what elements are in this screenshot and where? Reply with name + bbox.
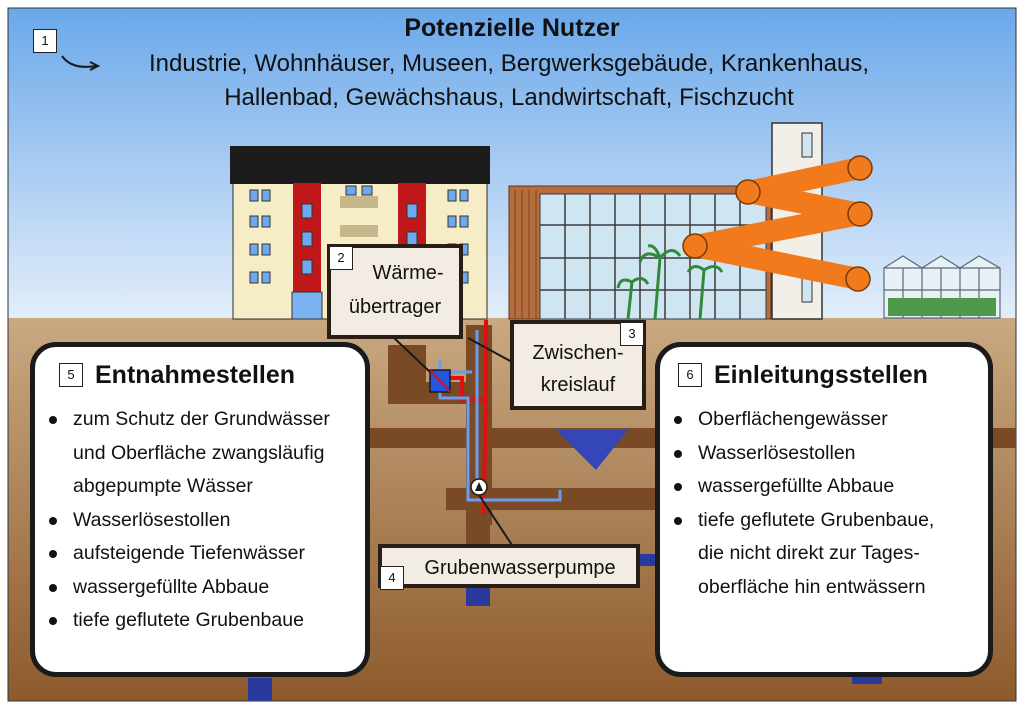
users-list-line-1: Industrie, Wohnhäuser, Museen, Bergwerks… (149, 50, 869, 77)
users-title: Potenzielle Nutzer (404, 14, 620, 42)
settling-basin (556, 430, 628, 470)
heat-exchanger-label: 2 Wärme- übertrager (327, 244, 463, 339)
list-item: Wasserlösestollen (43, 504, 369, 538)
marker-5: 5 (59, 363, 83, 387)
frame (7, 7, 1017, 702)
water-slide-tower (682, 122, 873, 320)
marker-6: 6 (678, 363, 702, 387)
list-item: Wasserlösestollen (668, 437, 992, 471)
list-item: wassergefüllte Abbaue (668, 470, 992, 504)
pump-label: 4 Grubenwasserpumpe (378, 544, 640, 590)
extraction-points-title: Entnahmestellen (95, 361, 296, 389)
circuit-text-1: Zwischen- (532, 342, 624, 364)
discharge-points-title: Einleitungsstellen (714, 361, 928, 389)
heat-exchanger (429, 369, 451, 393)
list-item: tiefe geflutete Grubenbaue (43, 604, 369, 638)
intermediate-circuit-label: 3 Zwischen- kreislauf (510, 320, 646, 410)
marker-3: 3 (620, 322, 644, 346)
marker-1: 1 (33, 29, 57, 53)
list-item: aufsteigende Tiefenwässer (43, 537, 369, 571)
list-item: tiefe geflutete Grubenbaue,die nicht dir… (668, 504, 992, 605)
extraction-points-panel: 5 Entnahmestellen zum Schutz der Grundwä… (30, 342, 370, 677)
marker-2: 2 (329, 246, 353, 270)
pump-symbol (470, 478, 488, 496)
users-list-line-2: Hallenbad, Gewächshaus, Landwirtschaft, … (224, 84, 794, 111)
apartment-windows (249, 185, 469, 284)
pump-text: Grubenwasserpumpe (424, 557, 616, 579)
greenhouse-plants (888, 298, 996, 316)
discharge-points-panel: 6 Einleitungsstellen Oberflächengewässer… (655, 342, 993, 677)
list-item: wassergefüllte Abbaue (43, 571, 369, 605)
discharge-points-list: Oberflächengewässer Wasserlösestollen wa… (668, 403, 992, 604)
swimming-hall (508, 185, 772, 320)
heat-exchanger-text-1: Wärme- (372, 262, 444, 284)
marker-4: 4 (380, 566, 404, 590)
list-item: Oberflächengewässer (668, 403, 992, 437)
circuit-text-2: kreislauf (540, 374, 616, 396)
connector-lines (61, 55, 515, 549)
heat-exchanger-text-2: übertrager (348, 296, 442, 318)
